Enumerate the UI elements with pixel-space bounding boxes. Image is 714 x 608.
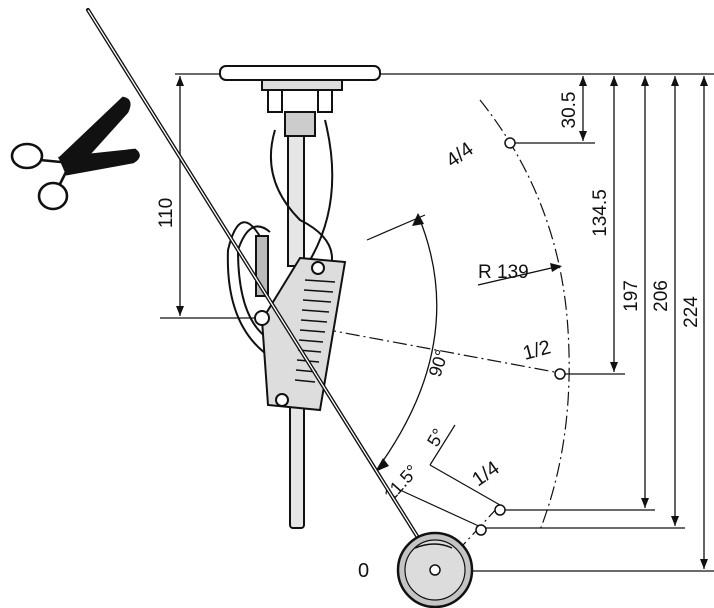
float: [396, 531, 474, 608]
dim-134-5: 134.5: [590, 189, 611, 237]
position-dots: [475, 137, 566, 536]
dim-224: 224: [681, 296, 702, 328]
float-arm-inner: [87, 9, 438, 569]
wires: [226, 119, 334, 361]
angle-5: 5°: [423, 425, 449, 450]
dim-197: 197: [621, 280, 642, 312]
mark-half: 1/2: [521, 336, 554, 364]
angle-guides: [366, 214, 501, 529]
sender-tube: [287, 135, 305, 529]
radius-arrowhead: [550, 263, 562, 272]
angle-arc-90: [377, 214, 438, 469]
housing-screws: [254, 261, 325, 407]
dim-30-5: 30.5: [559, 92, 580, 129]
dimension-lines: [160, 73, 714, 572]
scissors-icon: [10, 96, 140, 211]
mounting-flange: [219, 65, 381, 137]
angle-11-5: 11.5°: [380, 461, 422, 505]
radius-label: R 139: [478, 262, 529, 283]
dimension-arrowheads: [176, 76, 708, 569]
angle-arc-arrowheads: [375, 213, 424, 472]
radius-leader: [477, 265, 561, 286]
mark-quarter: 1/4: [468, 457, 503, 491]
resistor-housing: [260, 256, 347, 412]
mark-zero: 0: [358, 560, 369, 582]
dim-206: 206: [651, 280, 672, 312]
dim-110: 110: [156, 198, 177, 228]
mark-full: 4/4: [442, 138, 477, 172]
